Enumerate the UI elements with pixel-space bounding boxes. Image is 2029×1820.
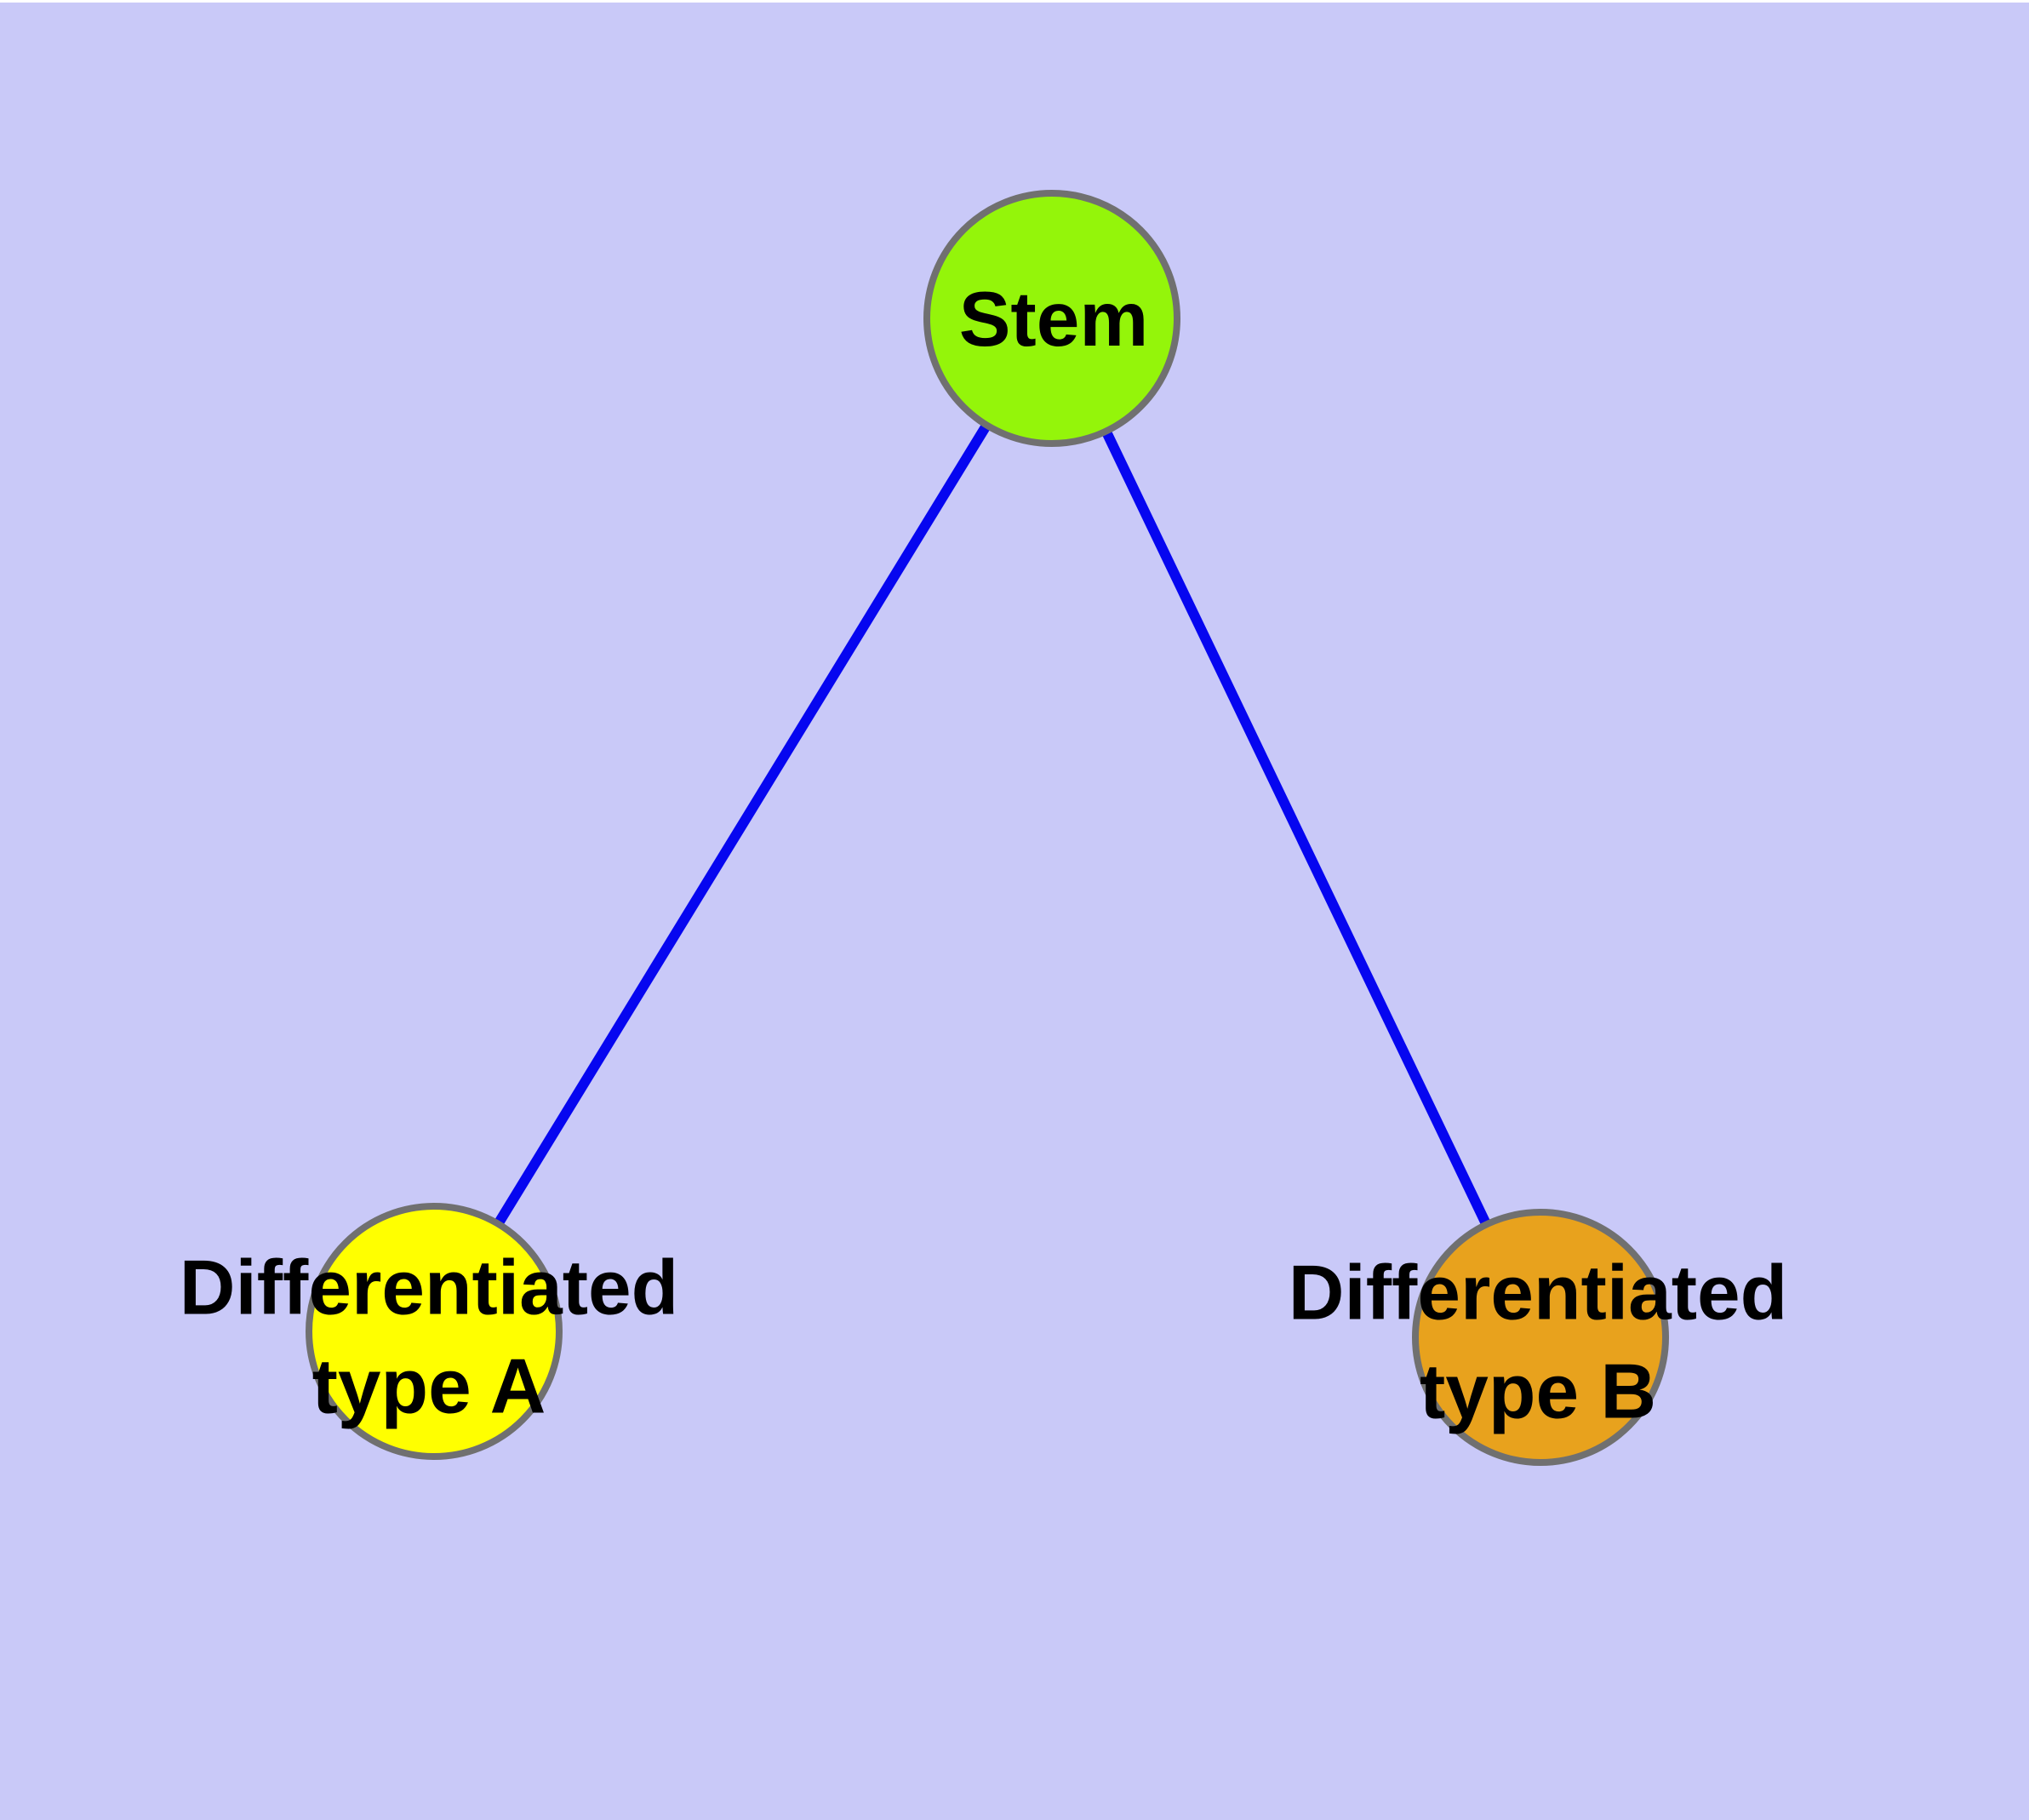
edge-stem-to-type-b <box>1047 316 1546 1340</box>
edge-stem-to-type-a <box>427 315 1057 1335</box>
node-type-b-circle <box>1412 1209 1669 1466</box>
node-stem-circle <box>923 190 1180 447</box>
node-type-a-circle <box>306 1203 563 1460</box>
